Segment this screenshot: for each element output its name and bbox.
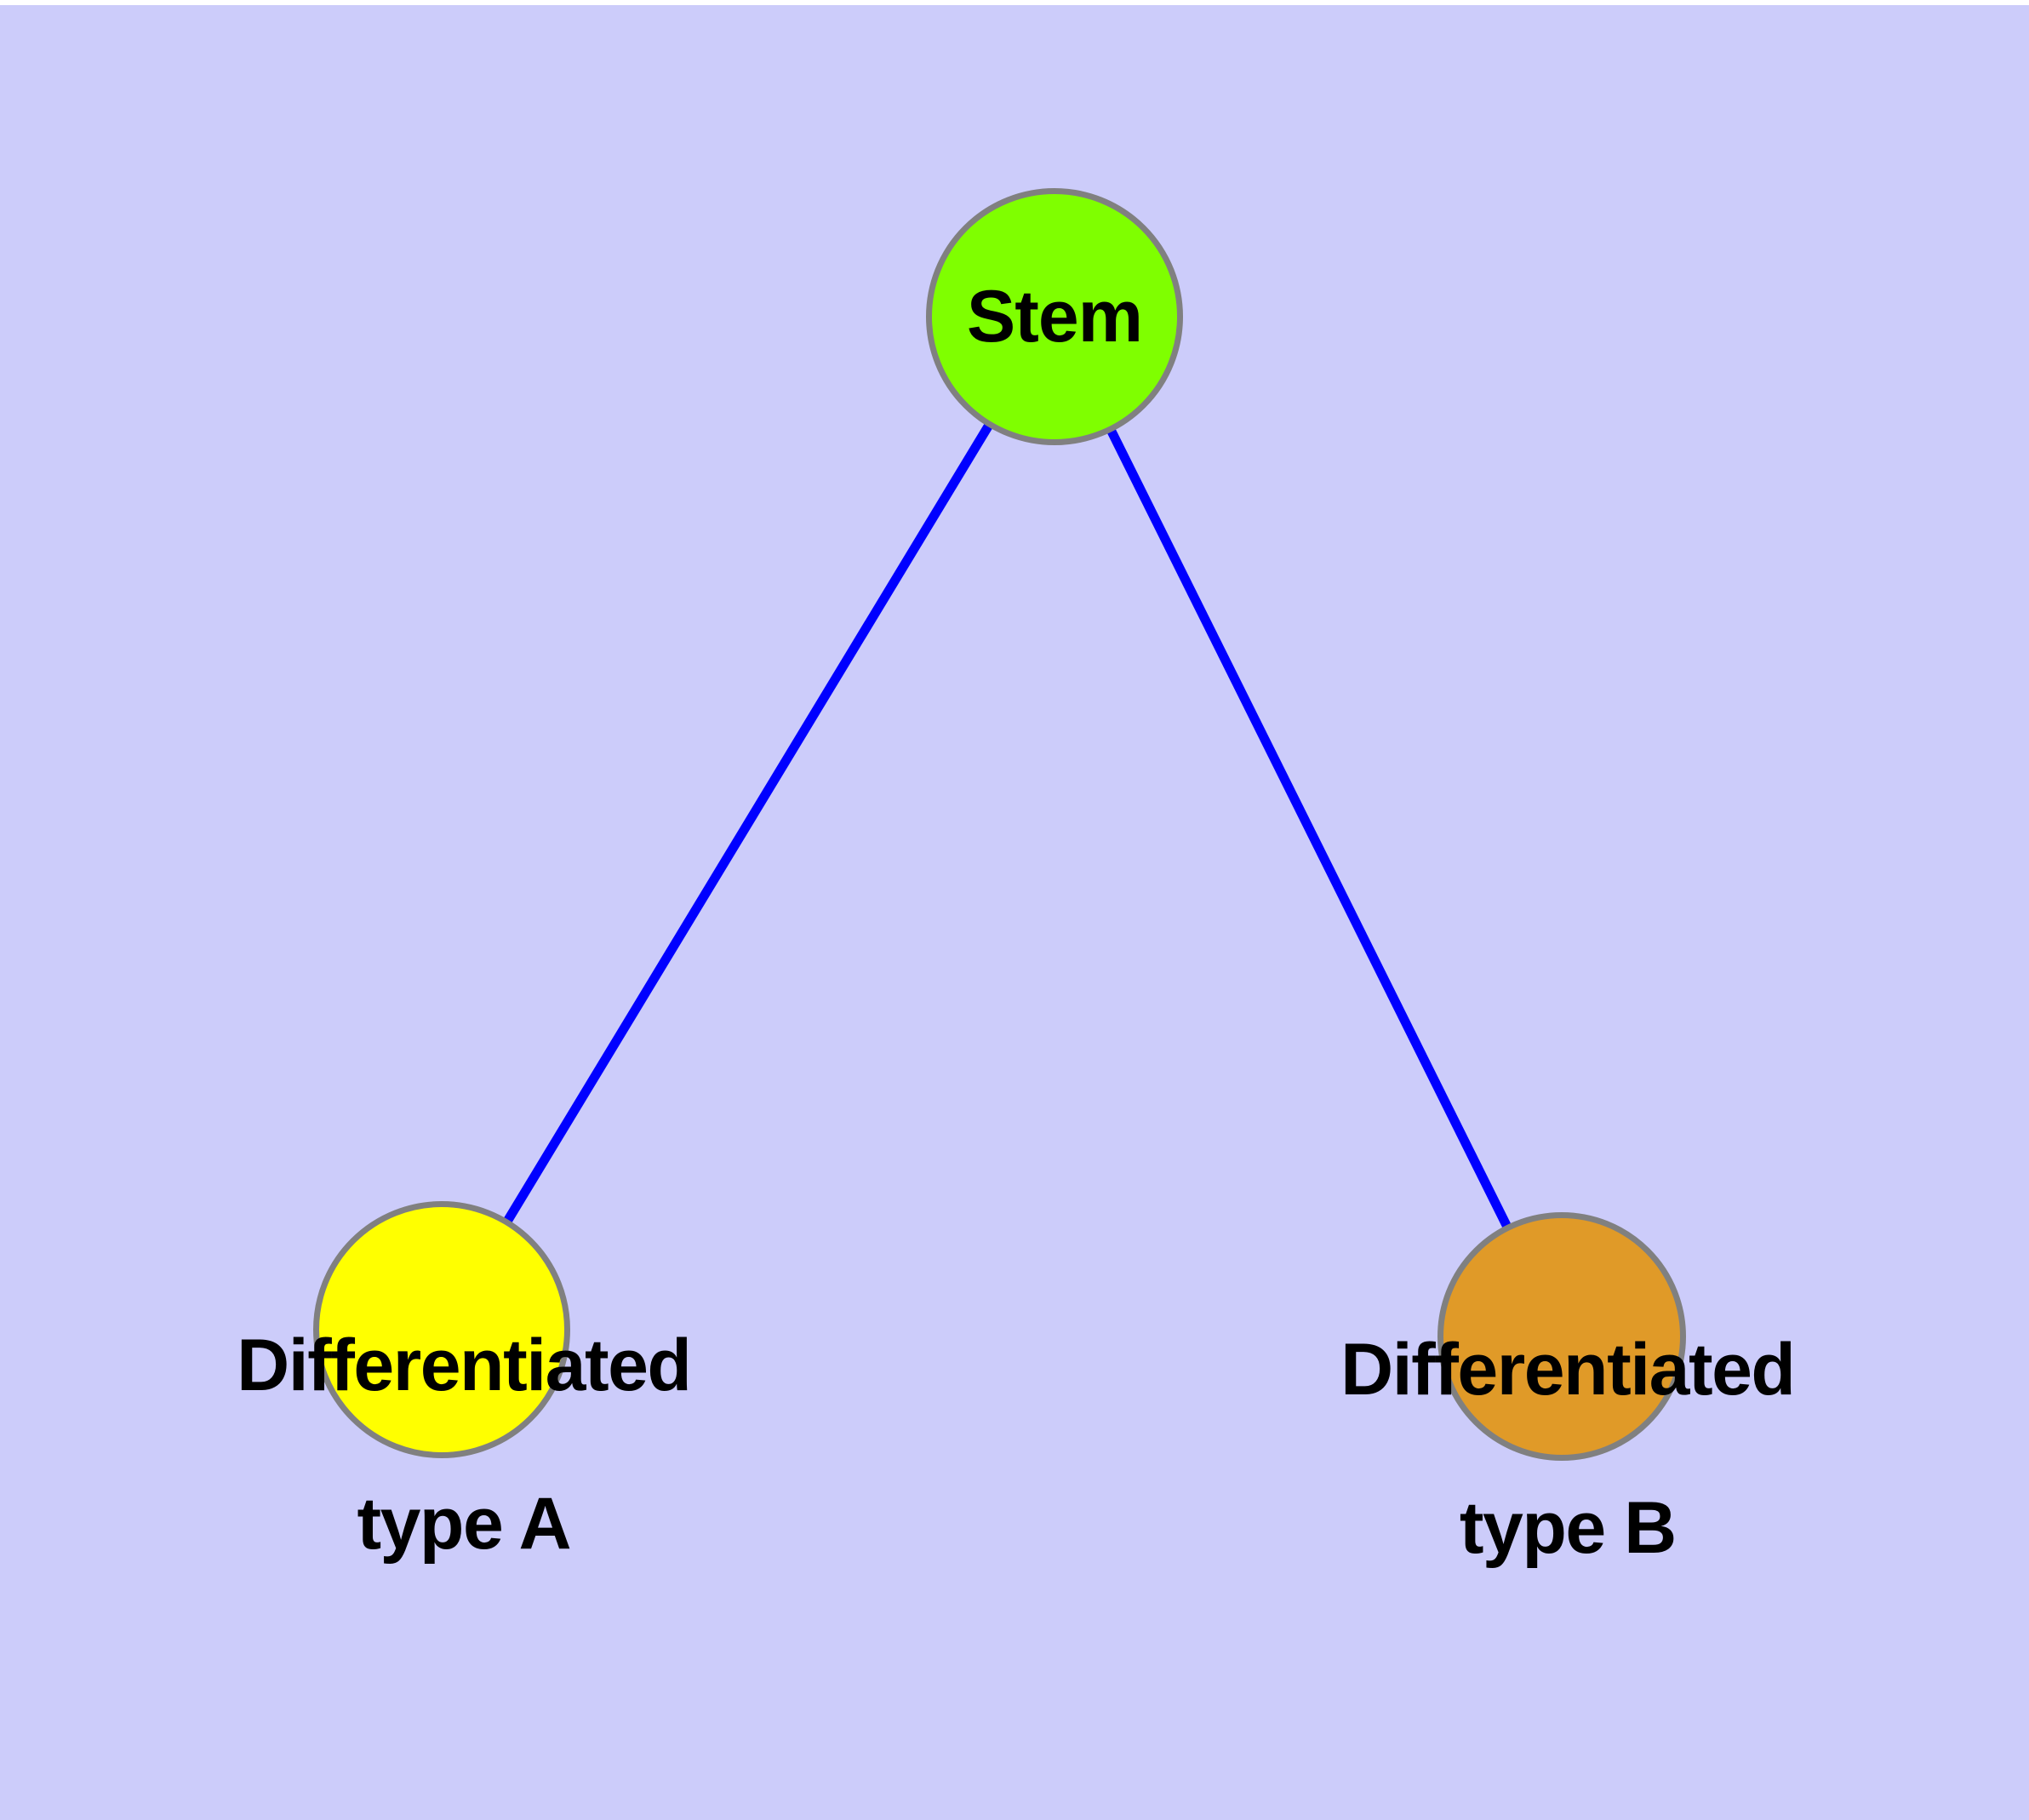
edge-stem-to-differentiated-type-b — [1106, 427, 1512, 1229]
top-white-strip — [0, 0, 2029, 5]
node-stem-label: Stem — [966, 276, 1143, 358]
node-differentiated-type-b[interactable] — [1437, 1212, 1686, 1461]
edge-stem-to-differentiated-type-a — [503, 422, 993, 1224]
node-differentiated-type-a[interactable] — [313, 1201, 570, 1458]
node-stem[interactable]: Stem — [926, 188, 1183, 445]
